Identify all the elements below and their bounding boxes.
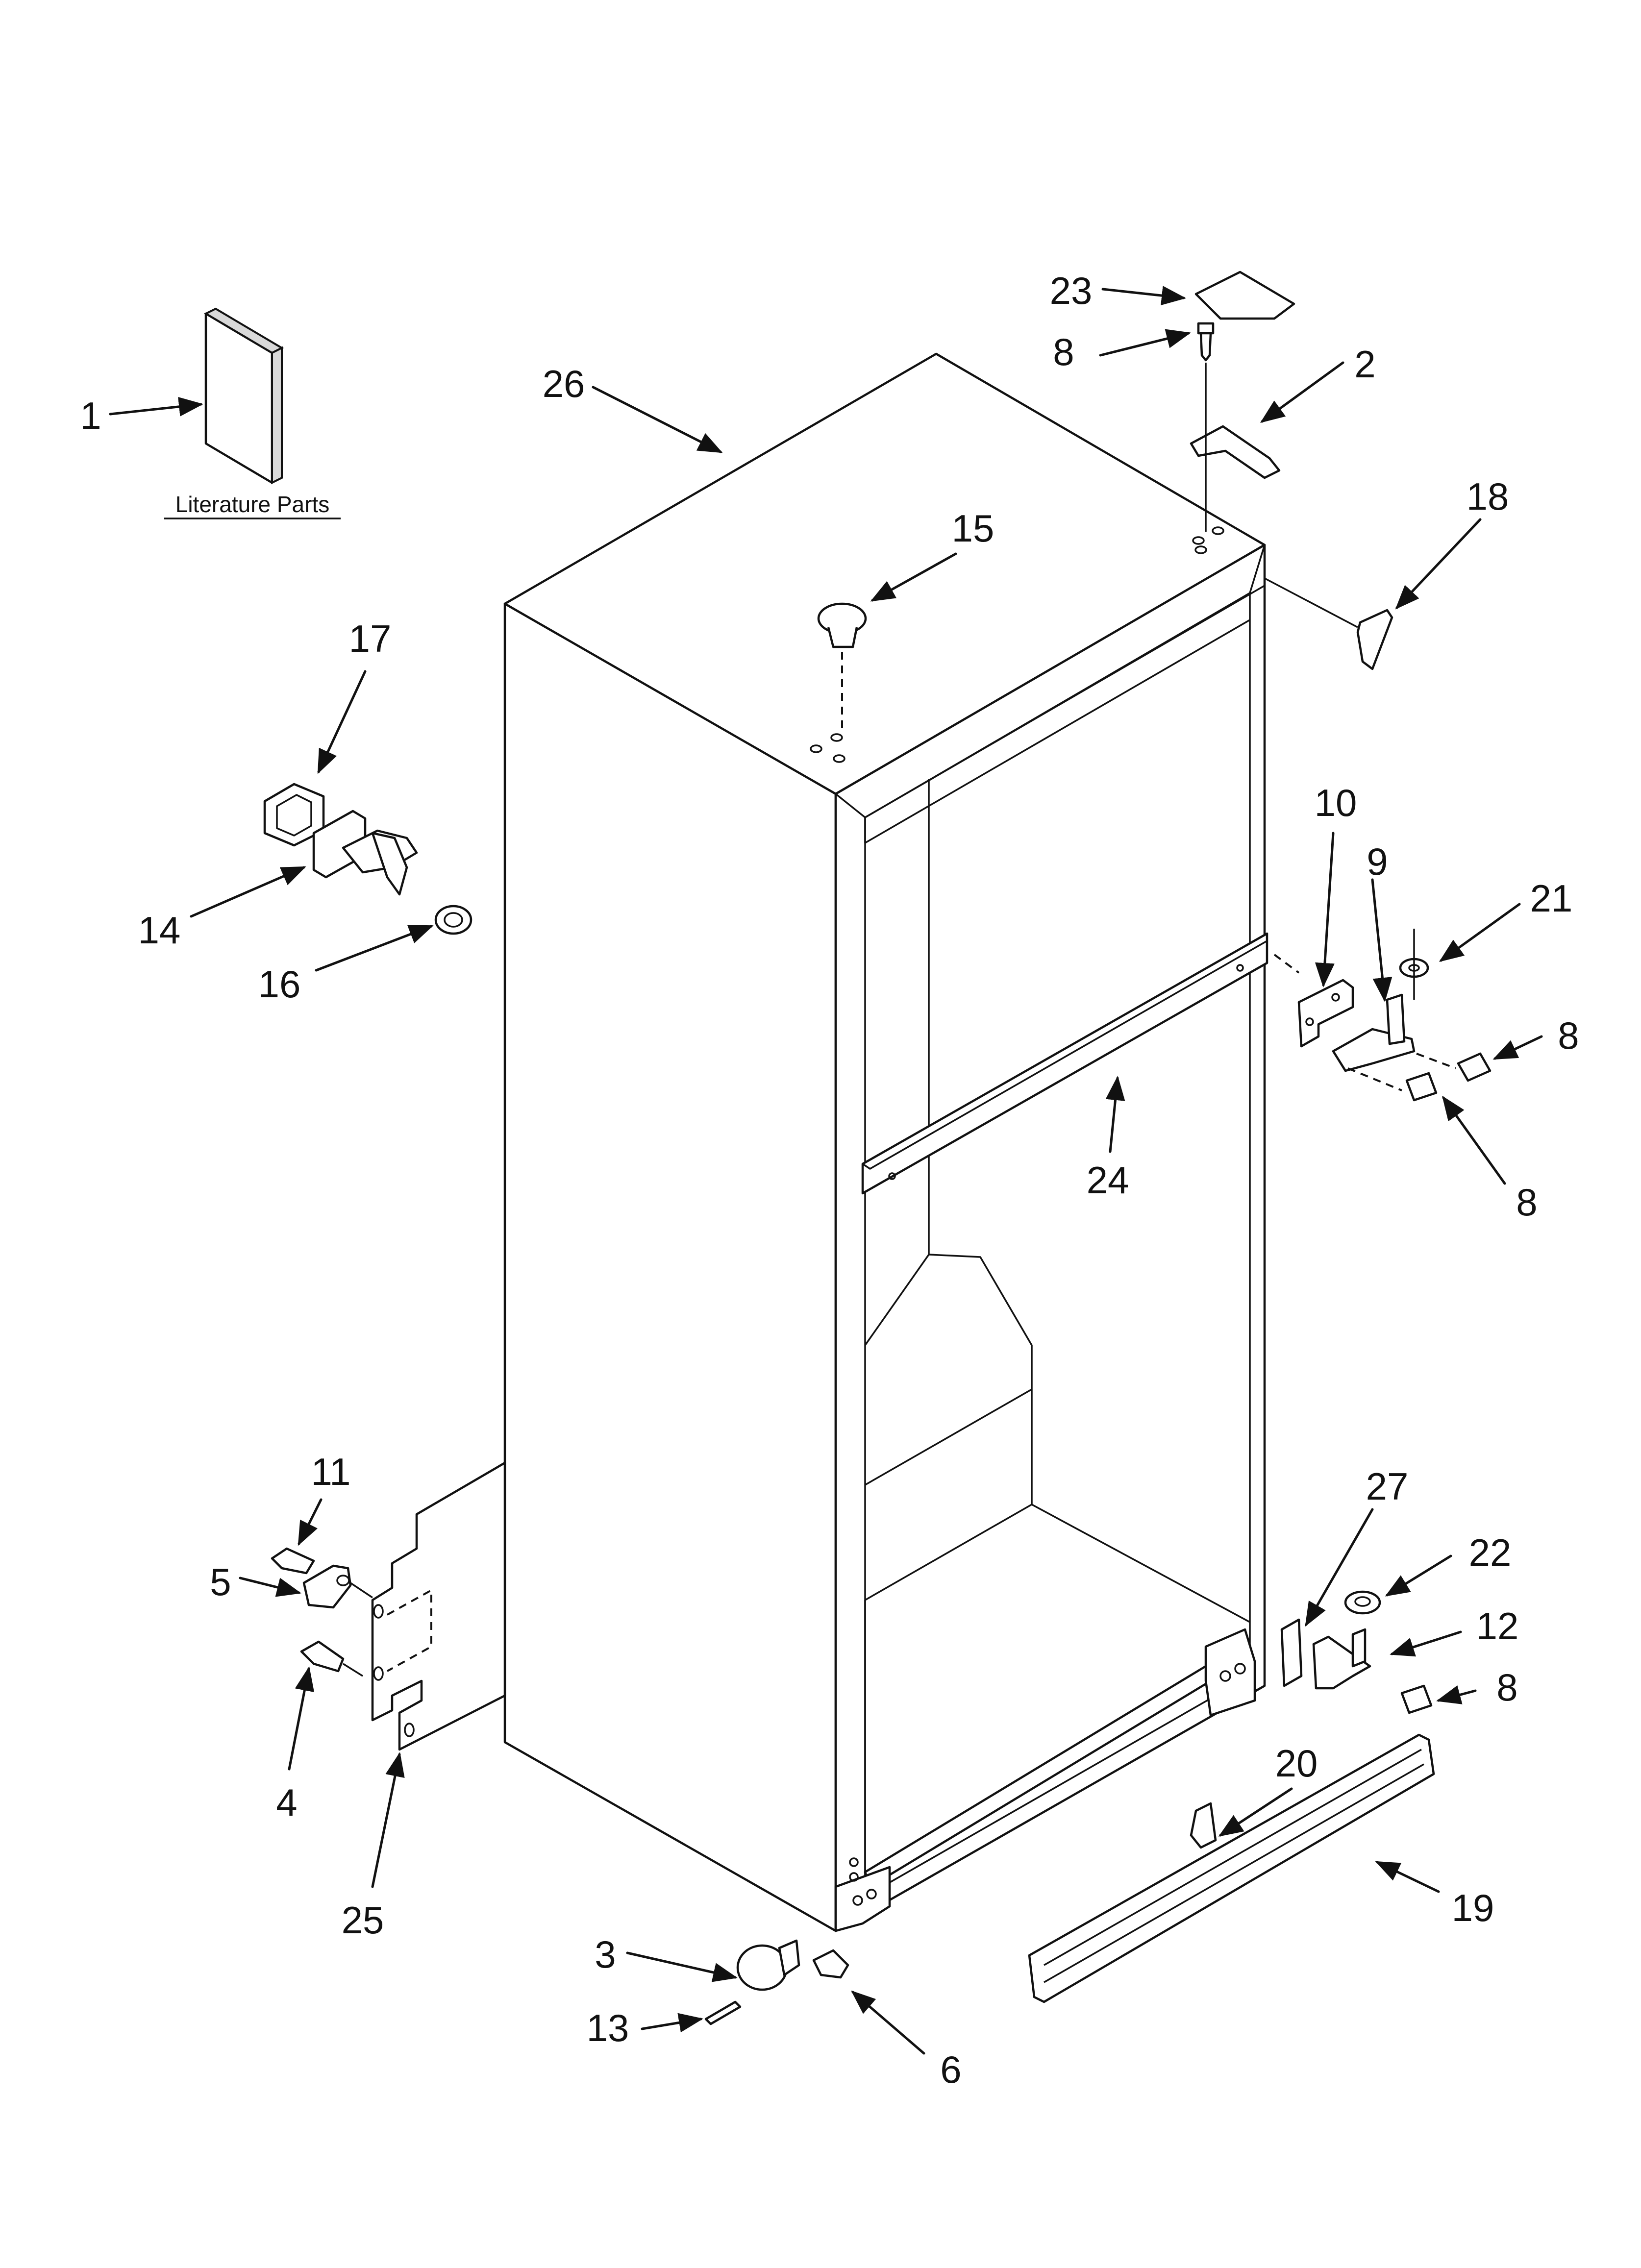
screw-8b [1457,1052,1492,1082]
washer-21 [1399,929,1429,1000]
callout-24: 24 [1087,1159,1129,1202]
screw-8d [1400,1684,1433,1714]
hinge-cap [1194,271,1295,320]
top-plug [817,602,867,733]
top-hinge [1190,425,1281,479]
callout-8-bottom: 8 [1496,1666,1517,1709]
pin-13 [704,2000,742,2025]
hinge-cover [1356,609,1393,670]
hinge-bushing [1344,1590,1381,1615]
grille-clip [1190,1802,1217,1849]
cabinet-front [834,543,1266,1932]
callout-27: 27 [1366,1465,1409,1508]
callout-8-lower: 8 [1516,1181,1537,1224]
cord-clamp [302,1564,352,1609]
callout-14: 14 [138,909,181,952]
screw-top [1197,322,1215,362]
screw-4 [300,1640,345,1673]
callout-18: 18 [1467,475,1509,518]
bottom-hinge [1312,1635,1371,1690]
callout-17: 17 [349,617,392,660]
screw-6 [812,1949,849,1979]
callout-25: 25 [342,1898,384,1942]
washer-16 [434,905,472,935]
cabinet-left-side [503,602,837,1932]
callout-26: 26 [543,362,585,405]
callout-11: 11 [311,1450,351,1493]
back-panel [371,1461,506,1751]
callout-16: 16 [258,962,301,1006]
callout-21: 21 [1530,877,1573,920]
bottom-right-hinge-bracket [1204,1628,1256,1717]
literature-booklet [203,307,284,485]
callout-5: 5 [210,1560,231,1603]
callout-13: 13 [587,2006,629,2049]
callout-6: 6 [940,2048,961,2091]
callout-19: 19 [1452,1886,1494,1929]
leader-lines [109,286,1543,2055]
hinge-spacer [1280,1618,1303,1687]
leveling-bracket [736,1939,800,1991]
screw-11 [271,1547,315,1575]
callout-12: 12 [1476,1604,1519,1648]
callout-1: 1 [80,394,101,437]
callout-15: 15 [952,507,995,550]
screw-8c [1405,1072,1438,1102]
callout-8-top: 8 [1053,330,1074,373]
literature-parts-label: Literature Parts [175,492,329,517]
callout-10: 10 [1315,781,1357,824]
callout-9: 9 [1367,840,1388,883]
toe-grille [1028,1733,1435,2003]
callout-3: 3 [595,1933,616,1976]
shaft-bracket [312,810,418,896]
hinge-shim [1297,979,1354,1048]
mullion-bar [861,932,1268,1195]
cabinet [503,352,1266,1932]
callout-2: 2 [1354,343,1375,386]
callout-23: 23 [1050,269,1093,312]
callout-8-right: 8 [1558,1014,1579,1057]
callout-4: 4 [276,1781,297,1824]
callout-20: 20 [1275,1742,1318,1785]
callout-22: 22 [1469,1531,1512,1574]
